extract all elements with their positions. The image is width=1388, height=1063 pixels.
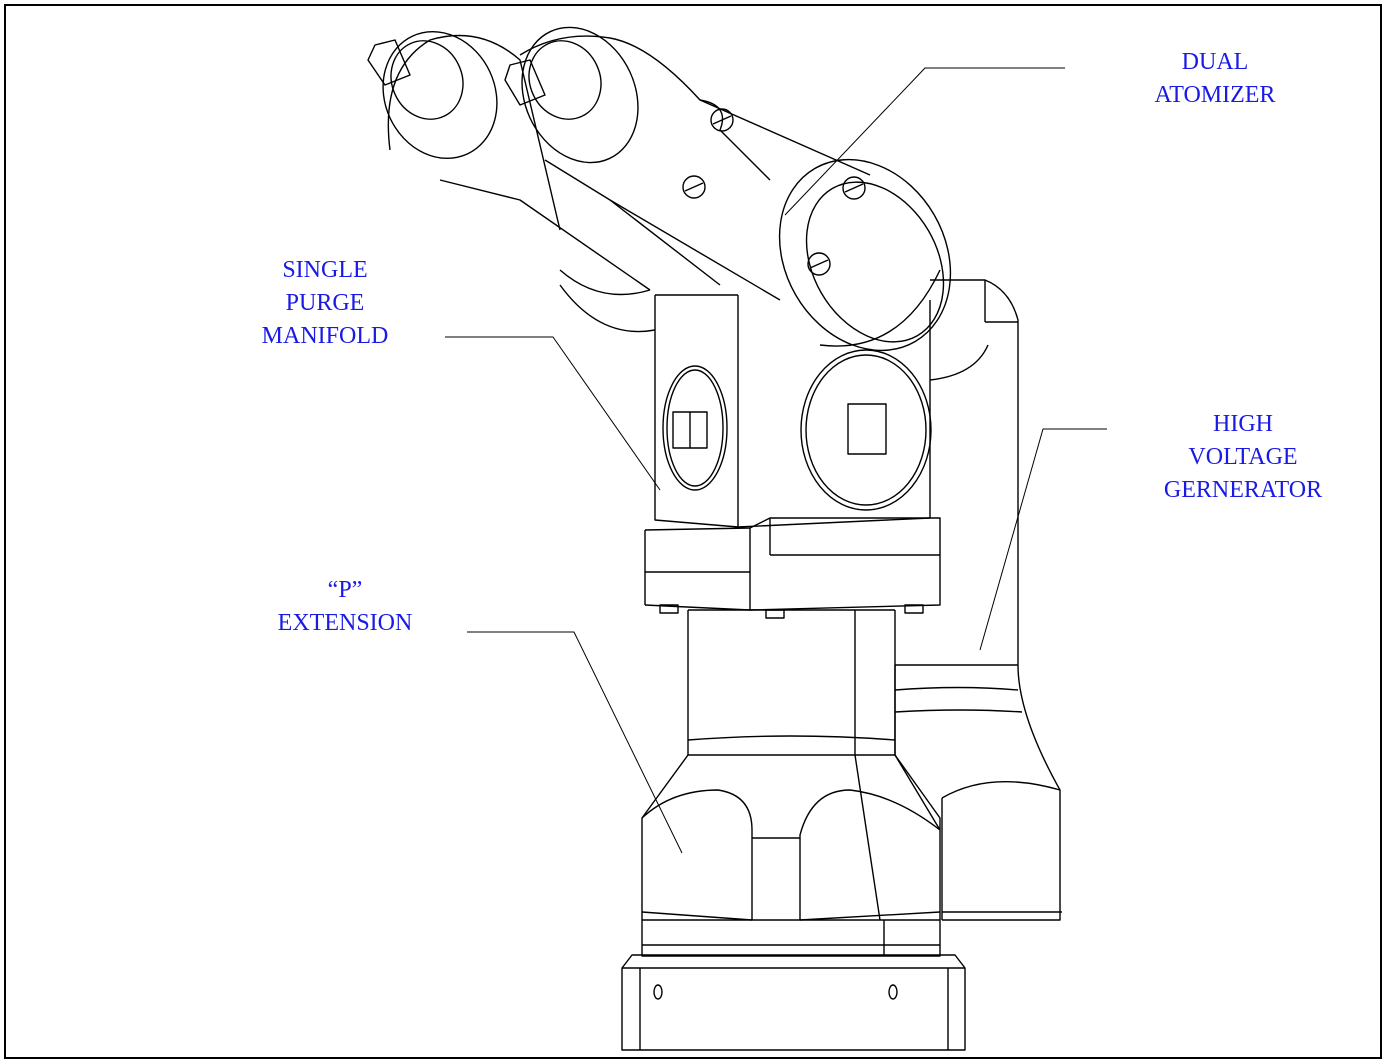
dual-atomizer-leader [784, 67, 1065, 216]
p-extension-column [687, 609, 896, 755]
label-single-purge-manifold: SINGLE PURGE MANIFOLD [261, 257, 389, 349]
leader-lines [445, 67, 1107, 854]
label-p-extension: “P” EXTENSION [277, 577, 413, 636]
base-ring [621, 919, 966, 1051]
high-voltage-generator [894, 279, 1062, 921]
high-voltage-generator-leader [979, 428, 1107, 651]
drawing-frame [4, 4, 1382, 1059]
lower-housing [641, 754, 941, 921]
dual-atomizer [367, 26, 952, 352]
manifold-flange [644, 517, 941, 619]
label-high-voltage-generator: HIGH VOLTAGE GERNERATOR [1163, 411, 1323, 503]
p-extension-leader [467, 631, 683, 854]
manifold-block [654, 294, 932, 528]
label-dual-atomizer: DUAL ATOMIZER [1154, 49, 1276, 108]
single-purge-manifold-leader [445, 336, 661, 491]
